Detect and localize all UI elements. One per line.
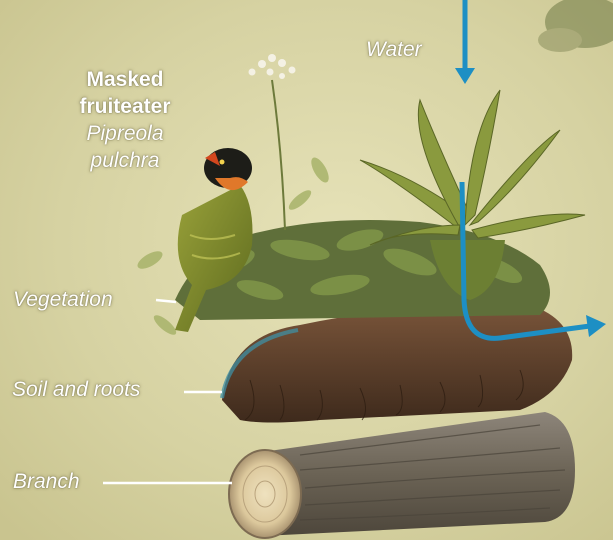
scientific-name-line1: Pipreola bbox=[30, 120, 220, 147]
branch-label: Branch bbox=[13, 470, 80, 494]
common-name-line2: fruiteater bbox=[30, 93, 220, 120]
common-name-line1: Masked bbox=[30, 66, 220, 93]
soil-and-roots-label: Soil and roots bbox=[12, 378, 140, 402]
water-label: Water bbox=[366, 38, 422, 62]
species-label: Masked fruiteater Pipreola pulchra bbox=[30, 66, 220, 174]
vegetation-label: Vegetation bbox=[13, 288, 113, 312]
scientific-name-line2: pulchra bbox=[30, 147, 220, 174]
branch-cut-end bbox=[229, 450, 301, 538]
